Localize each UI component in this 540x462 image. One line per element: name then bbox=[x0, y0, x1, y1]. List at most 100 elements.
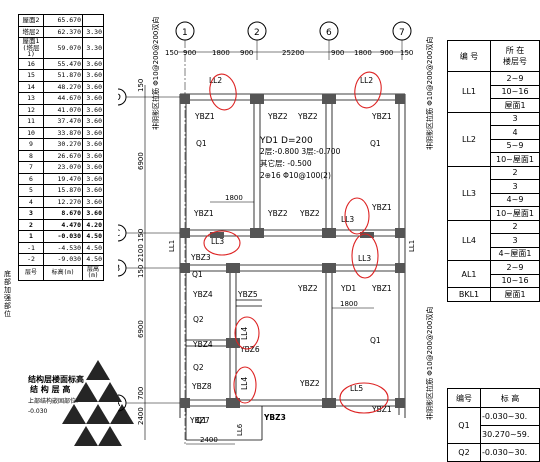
wall-schedule-grid: 编号 标 高 Q1-0.030~30.30.270~59.Q2-0.030~30… bbox=[447, 388, 540, 462]
wall-label: Q1 bbox=[196, 416, 207, 425]
floor-cell-height: 3.60 bbox=[82, 149, 104, 162]
axis-label-2: 2 bbox=[254, 28, 260, 38]
floor-cell-elev: 33.870 bbox=[43, 126, 83, 139]
floor-cell-floor: 3 bbox=[18, 207, 44, 220]
col-label: YBZ4 bbox=[192, 290, 213, 299]
floor-cell-height: 3.60 bbox=[82, 172, 104, 185]
floor-cell-elev: -9.030 bbox=[43, 253, 83, 266]
col-label: YBZ2 bbox=[299, 209, 320, 218]
beam-ll2-left: LL2 bbox=[209, 76, 222, 85]
beam-floor-cell: 4~9 bbox=[490, 192, 540, 207]
floor-plan-drawing: 1 2 6 7 150 900 1800 900 25200 900 1800 … bbox=[118, 17, 434, 445]
dim-top-1800b: 1800 bbox=[354, 49, 372, 57]
floor-cell-floor: 14 bbox=[18, 80, 44, 93]
dim-top-900a: 900 bbox=[183, 49, 196, 57]
axis-label-D: D bbox=[118, 93, 121, 103]
dim-1800-lower: 1800 bbox=[340, 300, 358, 308]
dim-1800-upper: 1800 bbox=[225, 194, 243, 202]
floor-cell-height: 4.50 bbox=[82, 253, 104, 266]
floor-cell-height: 3.60 bbox=[82, 126, 104, 139]
col-label: YBZ1 bbox=[194, 112, 215, 121]
dim-top-900d: 900 bbox=[380, 49, 393, 57]
beam-floor-cell: 3 bbox=[490, 179, 540, 194]
floor-cell-elev: 44.670 bbox=[43, 92, 83, 105]
floor-cell-floor: 屋面1 (塔层1) bbox=[18, 37, 44, 59]
beam-row: 5~9 bbox=[448, 138, 540, 153]
beam-floor-cell: 10~屋面1 bbox=[490, 206, 540, 221]
floor-cell-elev: 15.870 bbox=[43, 184, 83, 197]
floor-cell-elev: 62.370 bbox=[43, 25, 83, 38]
wall-labels: Q1 Q1 Q1 Q2 Q2 Q1 Q1 bbox=[192, 139, 381, 425]
wall-row: Q1-0.030~30. bbox=[447, 407, 540, 444]
yd1-title: YD1 D=200 bbox=[259, 136, 313, 146]
beam-floor-cell: 5~9 bbox=[490, 138, 540, 153]
floor-cell-floor: -1 bbox=[18, 241, 44, 254]
floor-cell-elev: 8.670 bbox=[43, 207, 83, 220]
beam-floor-cell: 10~屋面1 bbox=[490, 152, 540, 167]
axis-label-A: A bbox=[118, 399, 121, 409]
floor-cell-elev: 41.070 bbox=[43, 103, 83, 116]
beam-row: 4 bbox=[448, 125, 540, 140]
col-label: YBZ2 bbox=[299, 379, 320, 388]
dim-left-150b: 150 bbox=[137, 229, 145, 242]
beam-code-cell: LL3 bbox=[447, 165, 491, 221]
caption-embedded-elev: -0.030 bbox=[28, 408, 48, 415]
yd1-line2: 2层:-0.800 3层:-0.700 bbox=[260, 147, 341, 156]
dim-left-150c: 150 bbox=[137, 265, 145, 278]
beam-code-cell: AL1 bbox=[447, 260, 491, 288]
axis-bubbles-left: D C B A bbox=[118, 88, 180, 412]
floor-cell-elev: 48.270 bbox=[43, 80, 83, 93]
col-label: YBZ2 bbox=[297, 284, 318, 293]
floor-cell-height: 3.60 bbox=[82, 184, 104, 197]
beam-code-cell: LL1 bbox=[447, 71, 491, 113]
col-label: YBZ2 bbox=[297, 112, 318, 121]
beam-floor-cell: 2~9 bbox=[490, 71, 540, 86]
wall-elev-cell: 30.270~59. bbox=[480, 425, 540, 444]
inner-dimensions: 1800 1800 2400 bbox=[186, 194, 374, 445]
walls bbox=[179, 93, 406, 441]
col-label: YBZ5 bbox=[237, 290, 258, 299]
col-label: YBZ6 bbox=[239, 345, 260, 354]
red-markup-circles bbox=[203, 71, 389, 414]
beam-code-cell: LL4 bbox=[447, 219, 491, 261]
yd1-note: YD1 D=200 2层:-0.800 3层:-0.700 其它层: -0.50… bbox=[259, 136, 341, 180]
wall-label: Q1 bbox=[196, 139, 207, 148]
wall-code-cell: Q2 bbox=[447, 443, 481, 462]
floor-cell-floor: 12 bbox=[18, 103, 44, 116]
floor-footer-row: 层号标高(m)层高(m) bbox=[18, 264, 104, 281]
beam-floor-cell: 屋面1 bbox=[490, 287, 540, 302]
floor-cell-height: 4.50 bbox=[82, 241, 104, 254]
dim-2400-bottom: 2400 bbox=[200, 436, 218, 444]
floor-cell-floor: 6 bbox=[18, 172, 44, 185]
beam-ll4-b: LL4 bbox=[240, 377, 249, 390]
beam-ll2-right: LL2 bbox=[360, 76, 373, 85]
column-labels: YBZ1 YBZ2 YBZ2 YBZ1 YBZ1 YBZ2 YBZ2 YBZ1 … bbox=[189, 112, 392, 425]
floor-footer-elev: 标高(m) bbox=[43, 264, 83, 281]
wall-label: Q2 bbox=[193, 315, 204, 324]
col-label: YBZ1 bbox=[371, 284, 392, 293]
beam-floor-cell: 2 bbox=[490, 219, 540, 234]
axis-label-7: 7 bbox=[399, 28, 405, 38]
yd1-line4: 2⊕16 Φ10@100(2) bbox=[260, 171, 331, 180]
col-label: YBZ1 bbox=[371, 203, 392, 212]
floor-cell-elev: 51.870 bbox=[43, 69, 83, 82]
floor-cell-floor: 8 bbox=[18, 149, 44, 162]
axis-bubbles-top: 1 2 6 7 bbox=[175, 21, 412, 445]
beam-floor-cell: 3 bbox=[490, 233, 540, 248]
floor-cell-height: 3.60 bbox=[82, 69, 104, 82]
dim-top-1800a: 1800 bbox=[212, 49, 230, 57]
floor-cell-floor: 1 bbox=[18, 230, 44, 243]
